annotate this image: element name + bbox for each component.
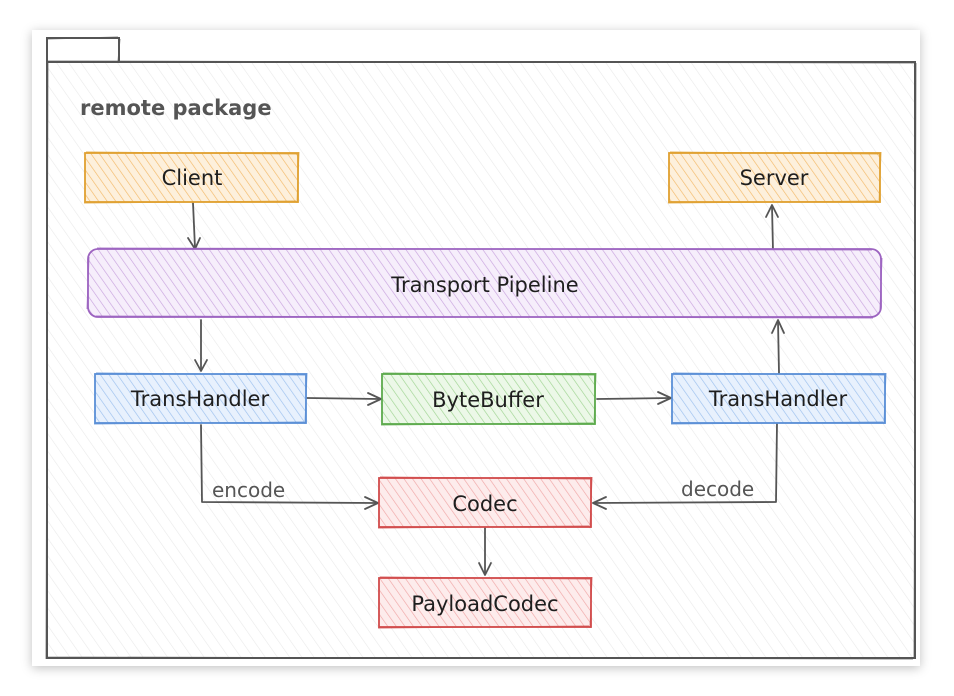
edge-client-pipeline [192, 202, 196, 249]
edge-transhandler-right-pipeline [777, 320, 780, 374]
edge-encode [200, 424, 378, 504]
bytebuffer-label: ByteBuffer [432, 388, 544, 412]
edge-transhandler-bytebuffer [306, 397, 381, 400]
transhandler-right-label: TransHandler [708, 387, 848, 411]
encode-label: encode [212, 478, 285, 502]
edge-pipeline-server [771, 205, 774, 252]
server-node: Server [667, 151, 882, 204]
transhandler-right-node: TransHandler [670, 372, 887, 425]
connectors [187, 202, 785, 576]
transhandler-left-label: TransHandler [130, 387, 270, 411]
codec-label: Codec [452, 492, 517, 516]
server-label: Server [740, 166, 809, 190]
payloadcodec-node: PayloadCodec [377, 576, 593, 629]
transport-pipeline-label: Transport Pipeline [390, 273, 578, 297]
client-node: Client [83, 151, 300, 204]
transport-pipeline-node: Transport Pipeline [86, 247, 883, 319]
bytebuffer-node: ByteBuffer [380, 372, 597, 426]
edge-decode [593, 422, 778, 504]
client-label: Client [162, 166, 223, 190]
payloadcodec-label: PayloadCodec [411, 592, 558, 616]
codec-node: Codec [377, 476, 593, 529]
package-label: remote package [80, 96, 272, 120]
edge-bytebuffer-transhandler [596, 397, 671, 400]
transhandler-left-node: TransHandler [93, 372, 308, 425]
decode-label: decode [681, 477, 754, 501]
